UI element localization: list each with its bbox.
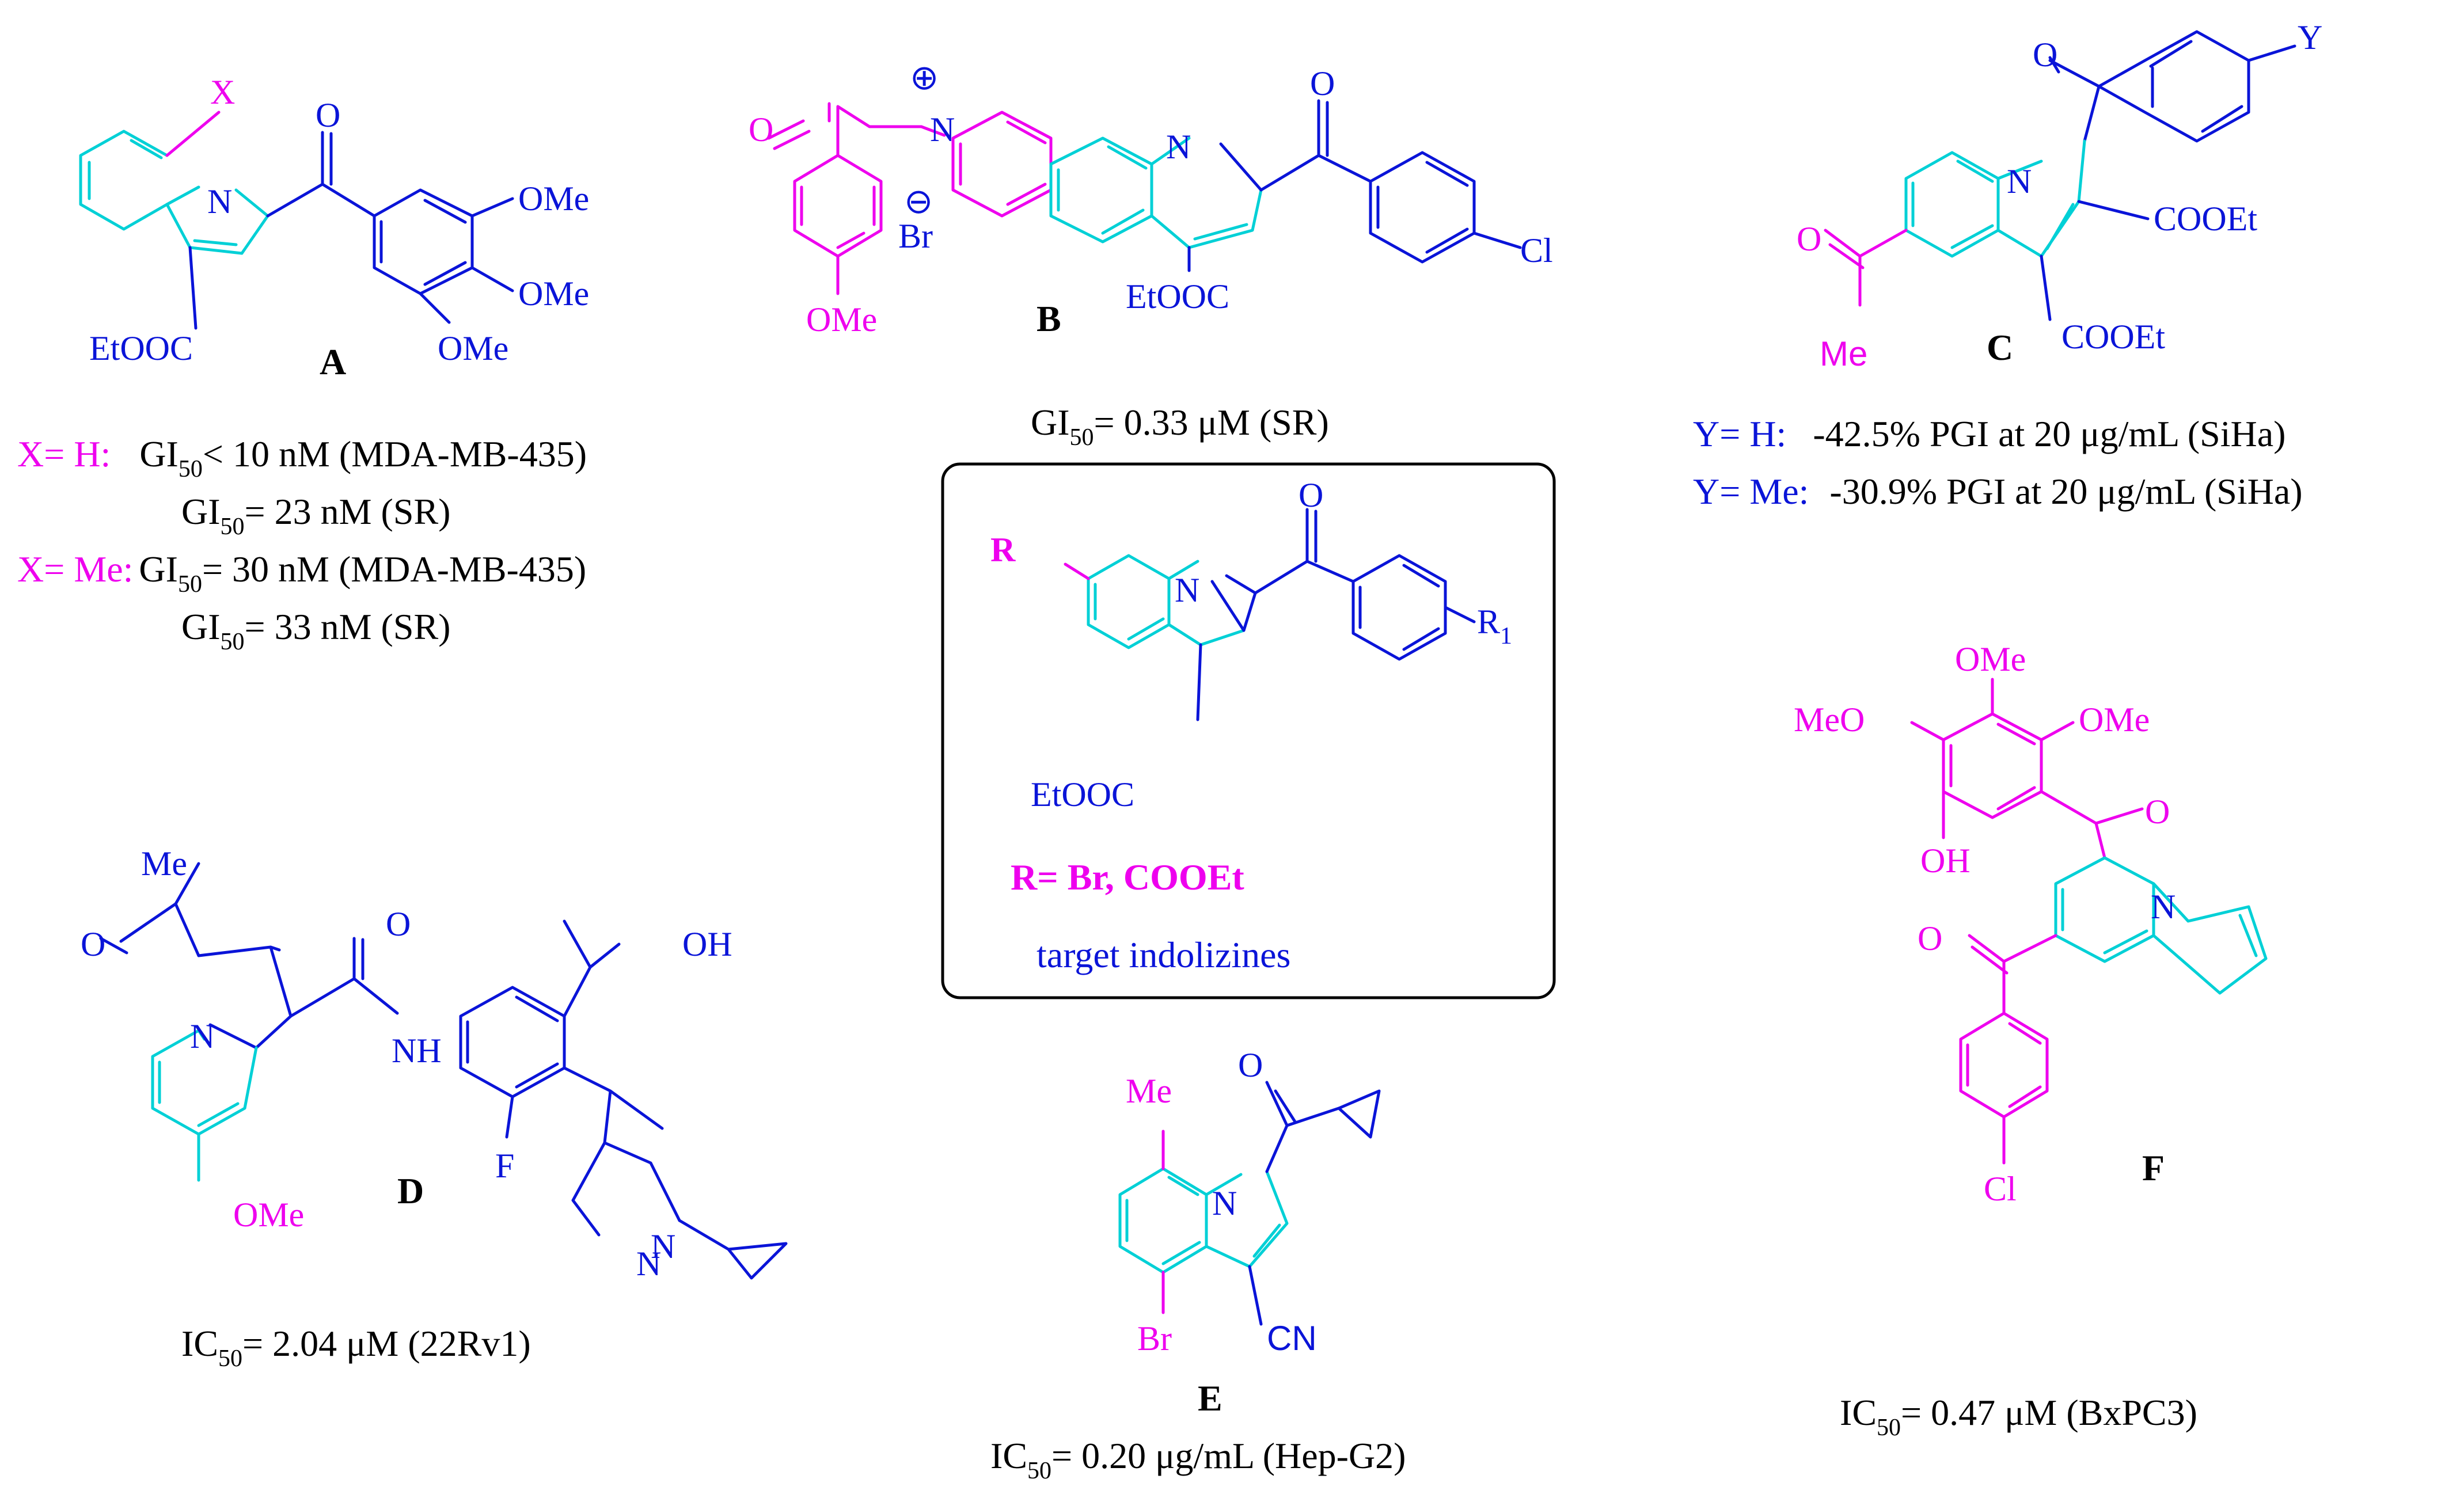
compound-label-D: D (397, 1170, 424, 1211)
atom-ome-2: OMe (518, 275, 589, 313)
atom-br: Br (898, 217, 933, 255)
atom-br: Br (1137, 1320, 1172, 1358)
compound-E-structure (1118, 1081, 1381, 1326)
atom-n: N (1175, 571, 1199, 609)
atom-o: O (316, 96, 340, 134)
atom-r1: R (1477, 603, 1500, 641)
svg-text:Y= Me: -30.9% PGI at 20 μg/mL: Y= Me: -30.9% PGI at 20 μg/mL (SiHa) (1693, 471, 2303, 512)
compound-C-structure (1824, 30, 2296, 321)
target-atom-labels: R N O R1 EtOOC R= Br, COOEt target indol… (990, 476, 1512, 975)
svg-text:GI50= 33 nM (SR): GI50= 33 nM (SR) (181, 606, 450, 655)
atom-o: O (1238, 1046, 1263, 1084)
svg-text:Y= H: -42.5% PGI at 20 μg/mL: Y= H: -42.5% PGI at 20 μg/mL (SiHa) (1693, 413, 2285, 454)
atom-me: Me (1820, 334, 1867, 373)
svg-text:R1: R1 (1477, 603, 1512, 649)
atom-o-2: O (1797, 220, 1821, 258)
compound-E-activity: IC50= 0.20 μg/mL (Hep-G2) (990, 1435, 1406, 1484)
compound-A-activity: X= H:GI50< 10 nM (MDA-MB-435) GI50= 23 n… (17, 434, 587, 655)
atom-o-2: O (1310, 64, 1335, 102)
atom-meo: MeO (1794, 701, 1865, 739)
compound-D-structure (99, 862, 788, 1280)
svg-text:GI50= 0.33 μM (SR): GI50= 0.33 μM (SR) (1031, 402, 1329, 451)
svg-text:IC50= 0.47 μM (BxPC3): IC50= 0.47 μM (BxPC3) (1840, 1392, 2197, 1441)
atom-o: O (1299, 476, 1323, 514)
svg-text:GI50= 23 nM (SR): GI50= 23 nM (SR) (181, 491, 450, 540)
compound-label-F: F (2142, 1147, 2165, 1188)
atom-cooet-2: COOEt (2061, 318, 2165, 356)
atom-n-2: N (651, 1227, 675, 1265)
atom-cl: Cl (1520, 231, 1553, 269)
atom-cooet-1: COOEt (2154, 200, 2257, 238)
atom-y: Y (2298, 18, 2322, 56)
compound-C-activity: Y= H: -42.5% PGI at 20 μg/mL (SiHa) Y= M… (1693, 413, 2303, 512)
atom-f: F (495, 1147, 514, 1185)
atom-ome: OMe (233, 1196, 304, 1234)
atom-o-2: O (386, 905, 411, 943)
svg-text:IC50= 2.04 μM (22Rv1): IC50= 2.04 μM (22Rv1) (181, 1323, 531, 1372)
atom-ester: EtOOC (1126, 277, 1229, 315)
atom-n: N (190, 1017, 215, 1055)
atom-o-2: O (1918, 919, 1942, 957)
svg-text:IC50= 0.20 μg/mL (Hep-G2): IC50= 0.20 μg/mL (Hep-G2) (990, 1435, 1406, 1484)
atom-ester: EtOOC (1031, 775, 1134, 813)
compound-A-atom-labels: X N O OMe OMe OMe EtOOC A (89, 73, 589, 382)
atom-me: Me (1126, 1072, 1172, 1110)
compound-label-A: A (320, 341, 346, 382)
r-group-definition: R= Br, COOEt (1011, 857, 1244, 898)
atom-n: N (2151, 888, 2176, 926)
atom-n-plus: N (930, 111, 955, 149)
atom-ome-3: OMe (438, 329, 508, 367)
atom-oh: OH (1920, 842, 1971, 880)
atom-o: O (81, 925, 105, 963)
compound-E-atom-labels: Me O N Br CN E (1126, 1046, 1317, 1419)
atom-ome-1: OMe (1955, 640, 2026, 678)
compound-label-C: C (1987, 327, 2013, 368)
atom-r: R (990, 531, 1016, 569)
compound-D-activity: IC50= 2.04 μM (22Rv1) (181, 1323, 531, 1372)
compound-A-structure (79, 111, 514, 330)
atom-o: O (749, 111, 773, 149)
atom-n: N (2007, 162, 2032, 200)
target-caption: target indolizines (1037, 934, 1290, 975)
plus-charge-icon: ⊕ (910, 59, 939, 97)
atom-o: O (2033, 36, 2057, 74)
atom-ome: OMe (806, 301, 877, 339)
svg-text:X= Me:GI50= 30 nM (MDA-MB-435): X= Me:GI50= 30 nM (MDA-MB-435) (17, 549, 586, 598)
atom-ome-2: OMe (2079, 701, 2150, 739)
atom-ome-1: OMe (518, 180, 589, 218)
compound-F-structure (1910, 678, 2268, 1165)
atom-ester: EtOOC (89, 329, 193, 367)
atom-cn: CN (1267, 1319, 1317, 1358)
compound-label-E: E (1198, 1378, 1222, 1419)
compound-label-B: B (1037, 298, 1061, 339)
atom-oh: OH (682, 925, 732, 963)
compound-F-activity: IC50= 0.47 μM (BxPC3) (1840, 1392, 2197, 1441)
compound-B-structure (767, 99, 1522, 295)
compound-F-atom-labels: OMe MeO OMe O OH N O Cl F (1794, 640, 2176, 1208)
target-indolizines-box (941, 462, 1556, 999)
atom-n: N (1212, 1184, 1237, 1222)
compound-D-atom-labels: Me O O OH NH N F OMe N N D (81, 845, 732, 1283)
atom-n-3: N (636, 1245, 661, 1283)
atom-me: Me (141, 845, 187, 883)
atom-n: N (207, 183, 232, 220)
compound-B-atom-labels: O N ⊕ ⊖ Br OMe N O Cl EtOOC B (749, 59, 1553, 339)
svg-text:X= H:GI50< 10 nM (MDA-MB-435): X= H:GI50< 10 nM (MDA-MB-435) (17, 434, 587, 482)
compound-C-atom-labels: O Y N O Me COOEt COOEt C (1797, 18, 2322, 373)
atom-n: N (1166, 128, 1191, 166)
activity-prefix: X= H: (17, 434, 111, 474)
atom-cl: Cl (1984, 1170, 2017, 1208)
atom-o: O (2145, 793, 2170, 831)
compound-B-activity: GI50= 0.33 μM (SR) (1031, 402, 1329, 451)
minus-charge-icon: ⊖ (904, 183, 933, 220)
atom-nh: NH (392, 1032, 442, 1070)
atom-x: X (210, 73, 235, 111)
